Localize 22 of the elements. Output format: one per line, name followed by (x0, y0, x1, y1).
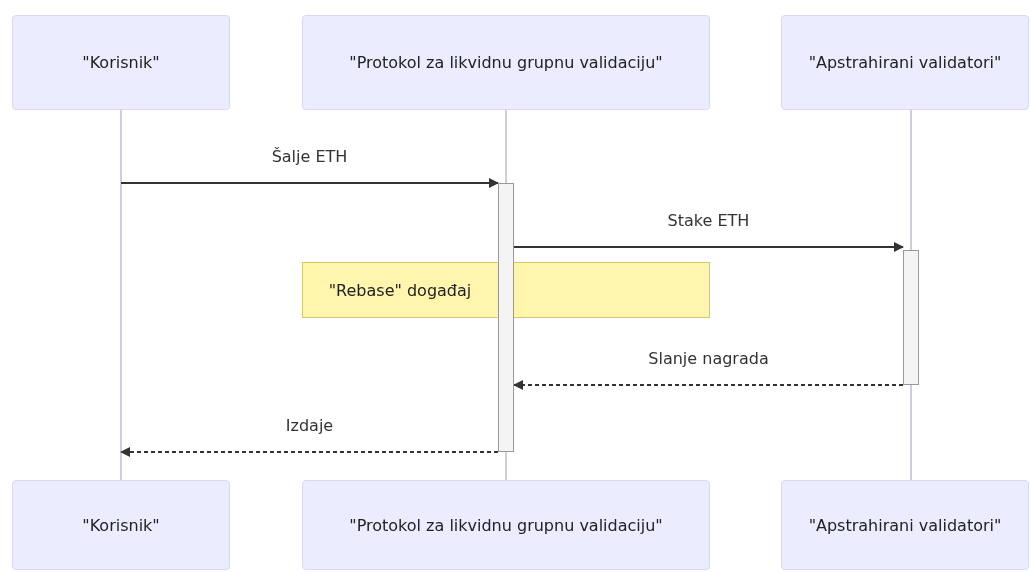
lifeline (120, 109, 122, 481)
lifeline (910, 109, 912, 251)
participant-box: "Korisnik" (12, 480, 230, 570)
edge-label: Izdaje (285, 416, 334, 435)
participant-box: "Protokol za likvidnu grupnu validaciju" (302, 480, 710, 570)
edge-label: Slanje nagrada (648, 349, 769, 368)
participant-box: "Protokol za likvidnu grupnu validaciju" (302, 15, 710, 110)
participant-box: "Apstrahirani validatori" (781, 15, 1029, 110)
message-arrow (513, 380, 904, 390)
activation-bar (498, 183, 514, 452)
participant-box: "Korisnik" (12, 15, 230, 110)
lifeline (505, 451, 507, 481)
edge-label: Šalje ETH (271, 147, 348, 166)
participant-box: "Apstrahirani validatori" (781, 480, 1029, 570)
lifeline (505, 109, 507, 184)
activation-bar (903, 250, 919, 385)
lifeline (910, 384, 912, 481)
message-arrow (120, 447, 499, 457)
message-arrow (513, 242, 904, 252)
message-arrow (120, 178, 499, 188)
note-box: "Rebase" događaj (302, 262, 710, 318)
edge-label: Stake ETH (667, 211, 750, 230)
